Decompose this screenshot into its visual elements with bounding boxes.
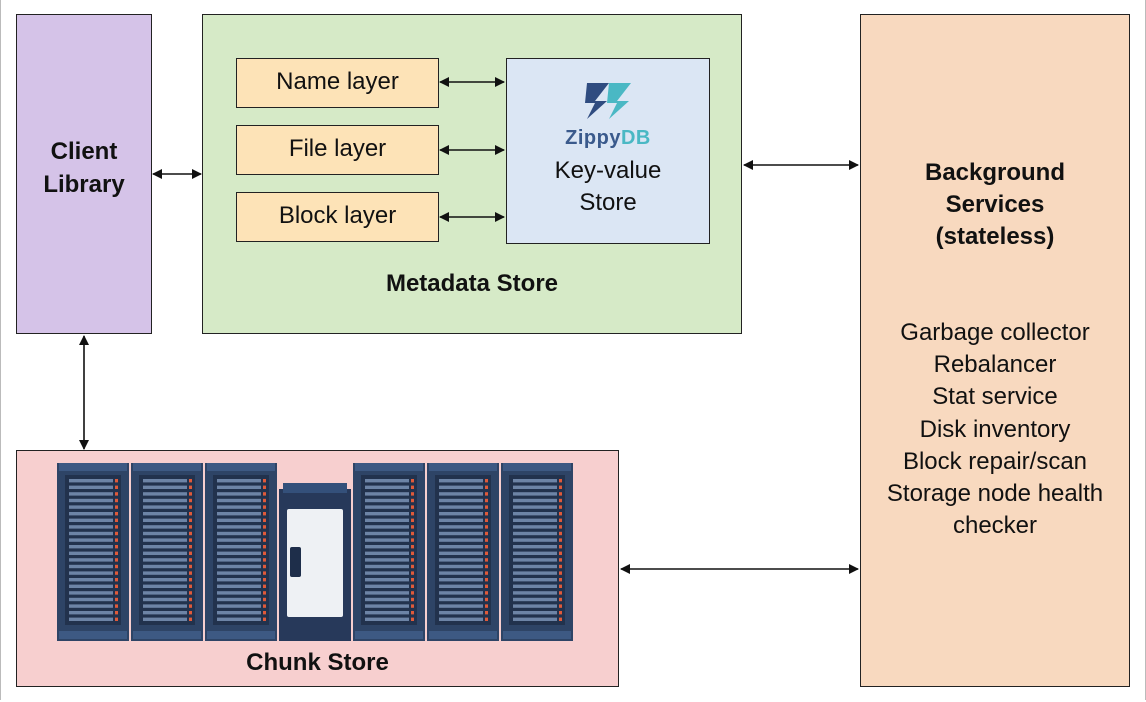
service-item: Rebalancer [933, 351, 1057, 379]
storage-rack-door [279, 483, 351, 641]
metadata-store-label: Metadata Store [385, 270, 559, 297]
zippydb-logo-part1: Zippy [565, 127, 621, 149]
service-item: checker [952, 512, 1038, 540]
metadata-store-box: Name layer File layer Block layer ZippyD… [202, 14, 742, 334]
server-racks-illustration [57, 463, 573, 641]
storage-rack [501, 463, 573, 641]
kv-label-line2: Store [579, 189, 637, 216]
chunk-store-box: Chunk Store [16, 450, 619, 687]
client-label-line1: Client [50, 138, 118, 165]
storage-rack [205, 463, 277, 641]
kv-label-line1: Key-value [554, 157, 662, 184]
bg-title-line1: Background [924, 159, 1065, 186]
file-layer-box: File layer [236, 125, 439, 175]
client-label-line2: Library [43, 171, 125, 198]
storage-rack [353, 463, 425, 641]
chunk-store-label: Chunk Store [246, 649, 389, 676]
storage-rack [57, 463, 129, 641]
bg-title-line2: Services [945, 191, 1045, 218]
name-layer-box: Name layer [236, 58, 439, 108]
key-value-store-box: ZippyDB Key-value Store [506, 58, 710, 244]
zippydb-logo-part2: DB [620, 127, 651, 149]
service-item: Stat service [932, 383, 1058, 411]
storage-rack [427, 463, 499, 641]
key-value-store-label: Key-value Store [507, 155, 709, 219]
service-item: Garbage collector [900, 319, 1090, 346]
service-item: Disk inventory [919, 415, 1071, 443]
client-library-label: Client Library [17, 135, 151, 201]
block-layer-box: Block layer [236, 192, 439, 242]
zippydb-logo-text: ZippyDB [507, 127, 709, 150]
storage-rack [131, 463, 203, 641]
bg-title-line3: (stateless) [935, 223, 1055, 250]
background-services-box: Background Services (stateless) Garbage … [860, 14, 1130, 687]
zippydb-logo-icon [585, 83, 631, 119]
client-library-box: Client Library [16, 14, 152, 334]
service-item: Block repair/scan [902, 447, 1088, 475]
background-services-title: Background Services (stateless) [861, 157, 1129, 253]
background-services-list: Garbage collector Rebalancer Stat servic… [861, 317, 1129, 542]
service-item: Storage node health [886, 480, 1104, 508]
